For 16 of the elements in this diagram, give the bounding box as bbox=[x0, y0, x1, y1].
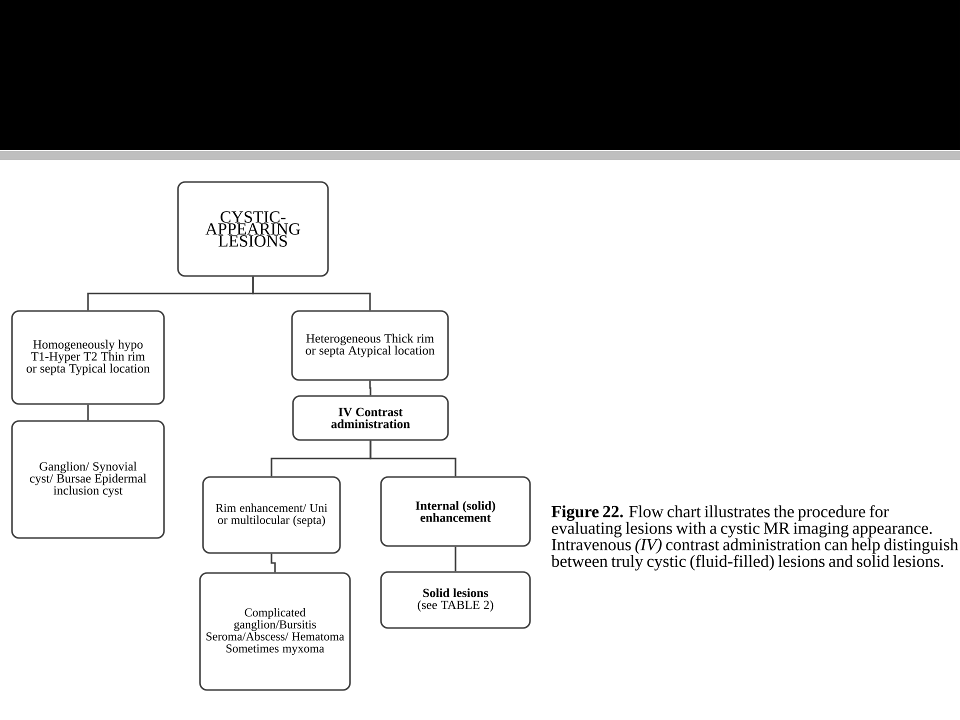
connector bbox=[454, 546, 456, 572]
process-box: Solid lesions (see TABLE 2) bbox=[380, 571, 531, 629]
connector bbox=[270, 554, 276, 572]
root-box: CYSTIC- APPEARING LESIONS bbox=[177, 181, 329, 277]
connector bbox=[252, 276, 371, 310]
connector bbox=[87, 404, 89, 420]
connector bbox=[369, 380, 372, 396]
process-box: IV Contrast administration bbox=[292, 395, 449, 441]
process-box: Rim enhancement/ Uni or multilocular (septa) bbox=[202, 476, 341, 554]
connector bbox=[370, 440, 456, 476]
figure-caption: Figure 22. Flow chart illustrates the procedure for evaluating lesions with a cystic MR imaging appearance. Intravenous (IV) contrast administration can help distinguish between truly cystic (fluid-filled) lesions and solid lesions. bbox=[551, 505, 958, 570]
process-box: Heterogeneous Thick rim or septa Atypical location bbox=[291, 310, 449, 381]
process-box: Internal (solid) enhancement bbox=[380, 476, 531, 547]
process-box: Complicated ganglion/Bursitis Seroma/Abscess/ Hematoma Sometimes myxoma bbox=[199, 572, 351, 691]
process-box: Homogeneously hypo T1-Hyper T2 Thin rim or septa Typical location bbox=[11, 310, 165, 405]
process-box: Ganglion/ Synovial cyst/ Bursae Epidermal inclusion cyst bbox=[11, 420, 165, 539]
